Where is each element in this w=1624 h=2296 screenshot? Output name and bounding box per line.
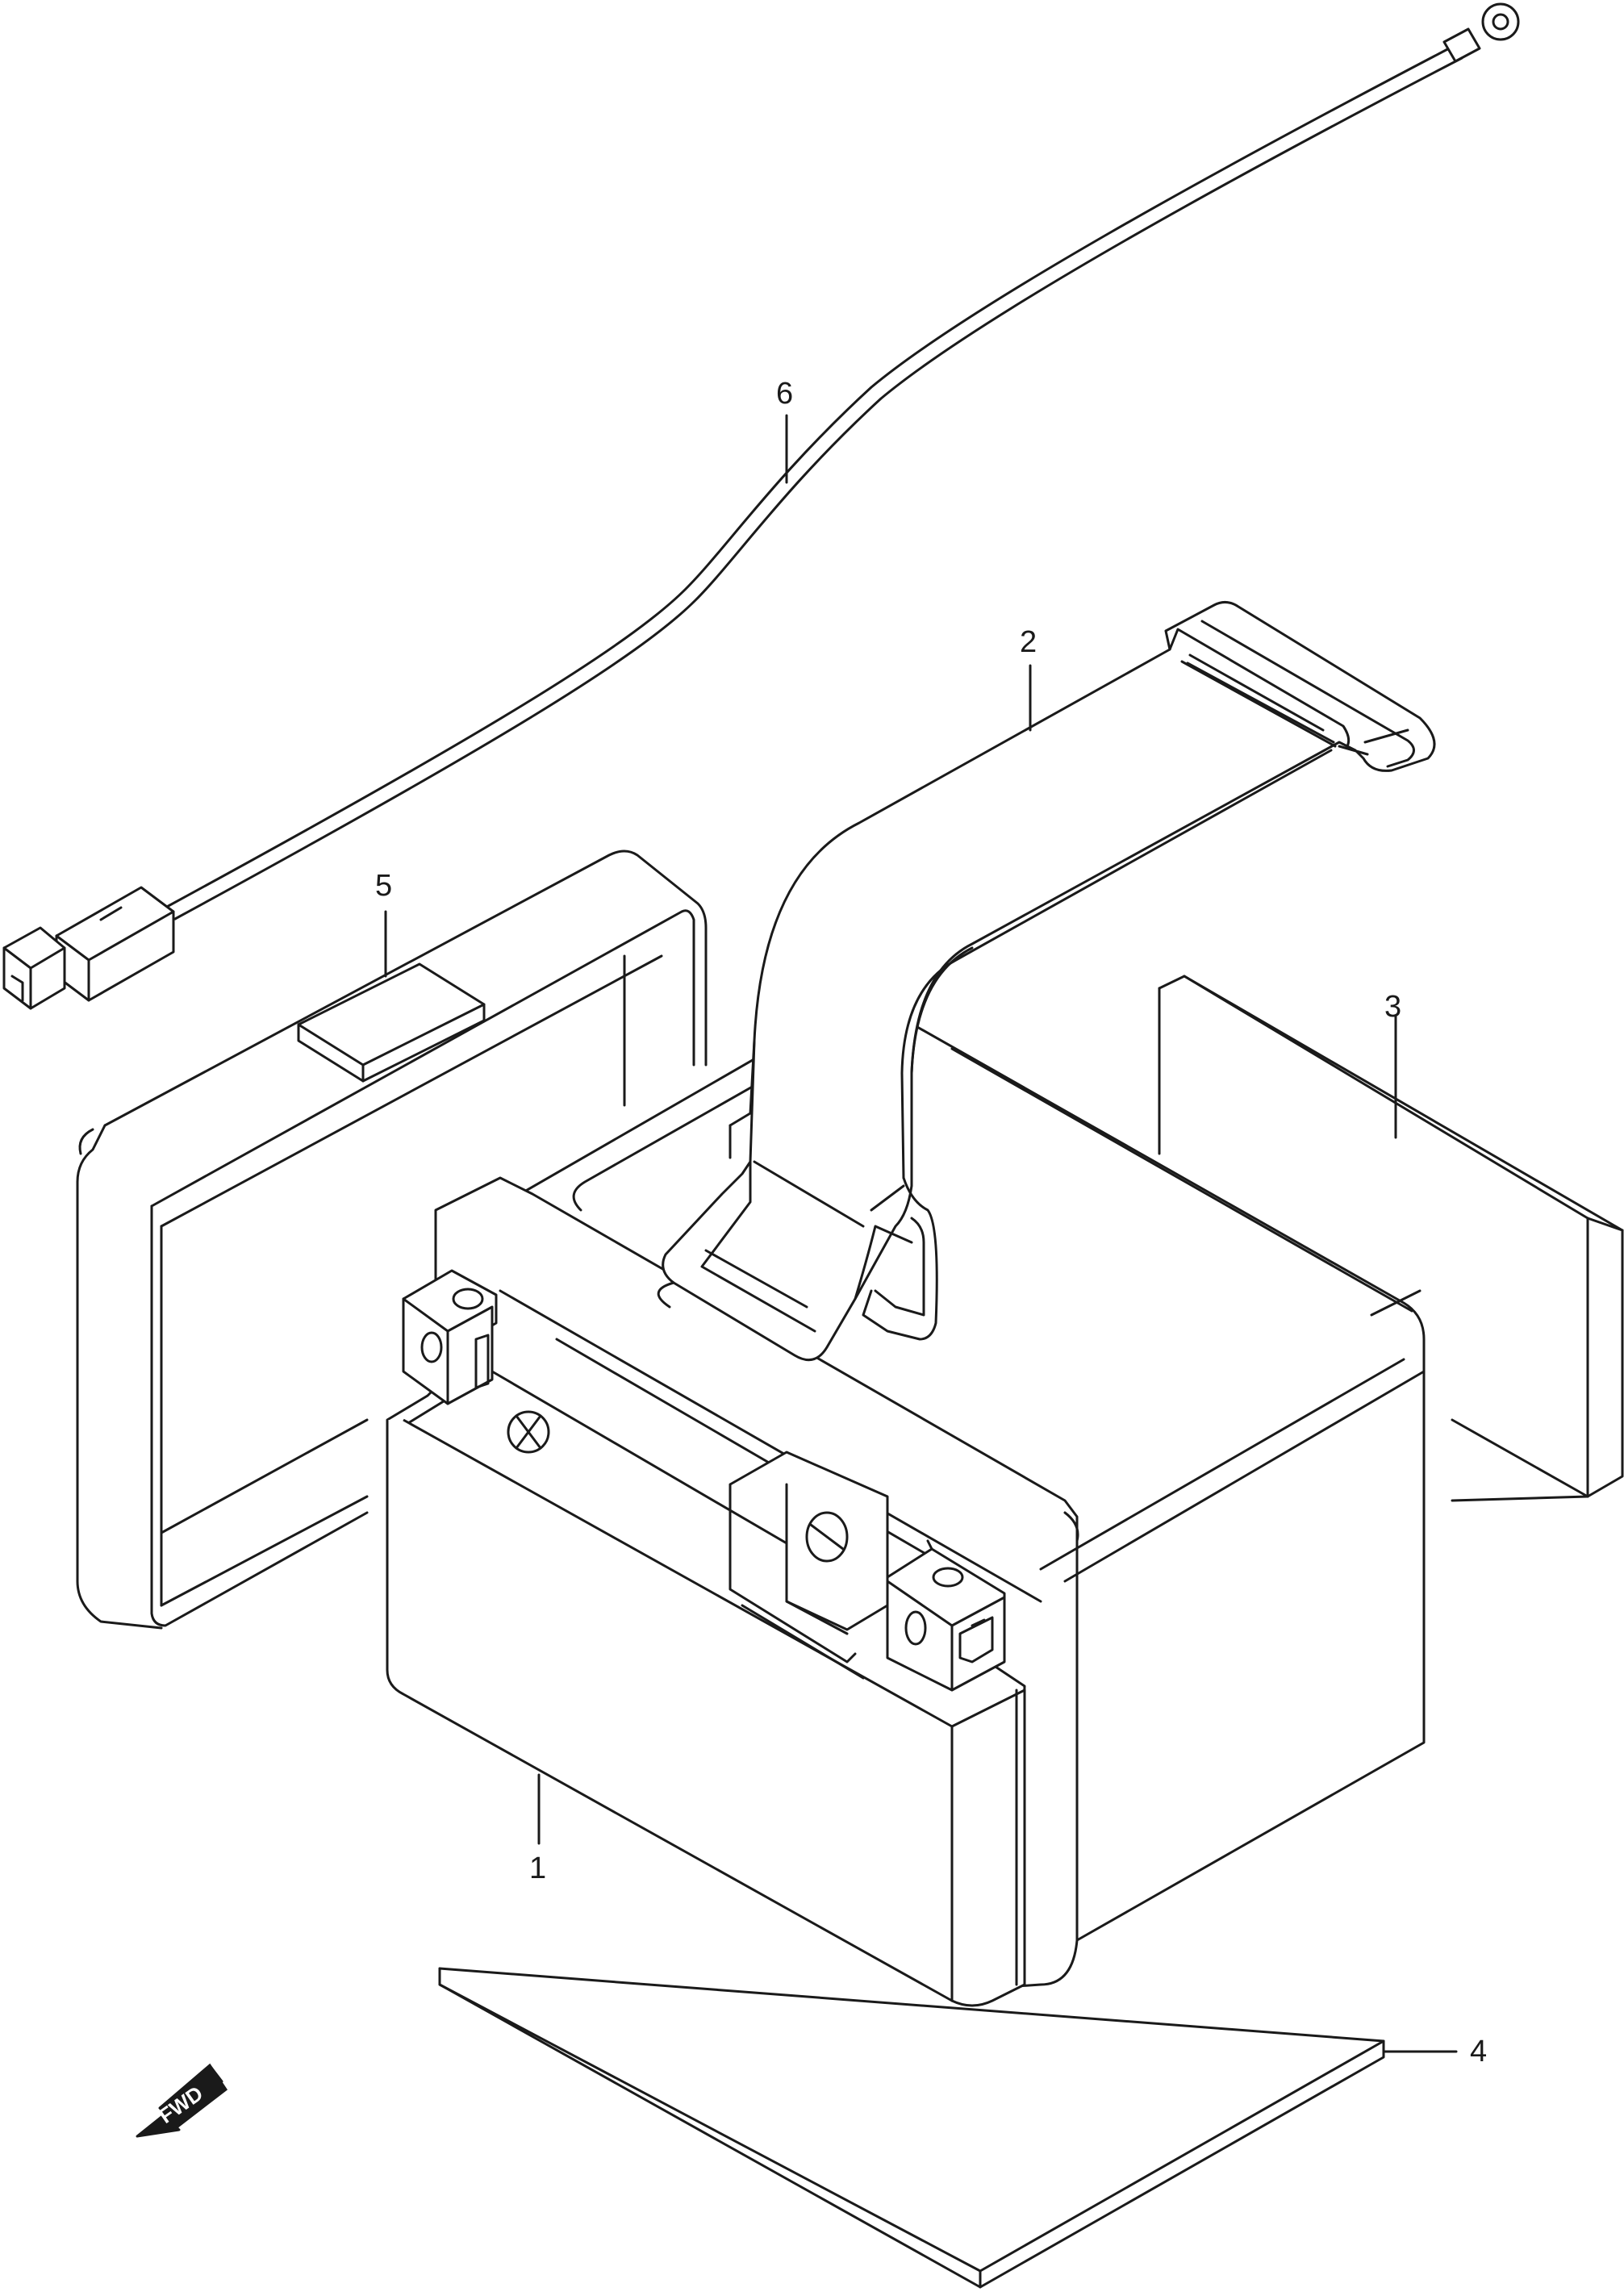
- callout-2: 2: [1020, 625, 1037, 659]
- part-4-bottom-pad: [438, 1967, 1385, 2289]
- callout-5: 5: [375, 869, 392, 903]
- part-3-side-pad: [1158, 975, 1624, 1502]
- part-2-battery-strap: [657, 601, 1436, 1362]
- callout-3: 3: [1384, 990, 1401, 1024]
- part-5-battery-band: [76, 850, 708, 1630]
- fwd-arrow-icon: FWD: [136, 2063, 228, 2138]
- leader-lines: [384, 414, 1458, 2053]
- callout-1: 1: [529, 1851, 546, 1885]
- part-6-lead-wire: [2, 2, 1520, 1010]
- callout-6: 6: [776, 377, 793, 411]
- callout-4: 4: [1470, 2035, 1487, 2068]
